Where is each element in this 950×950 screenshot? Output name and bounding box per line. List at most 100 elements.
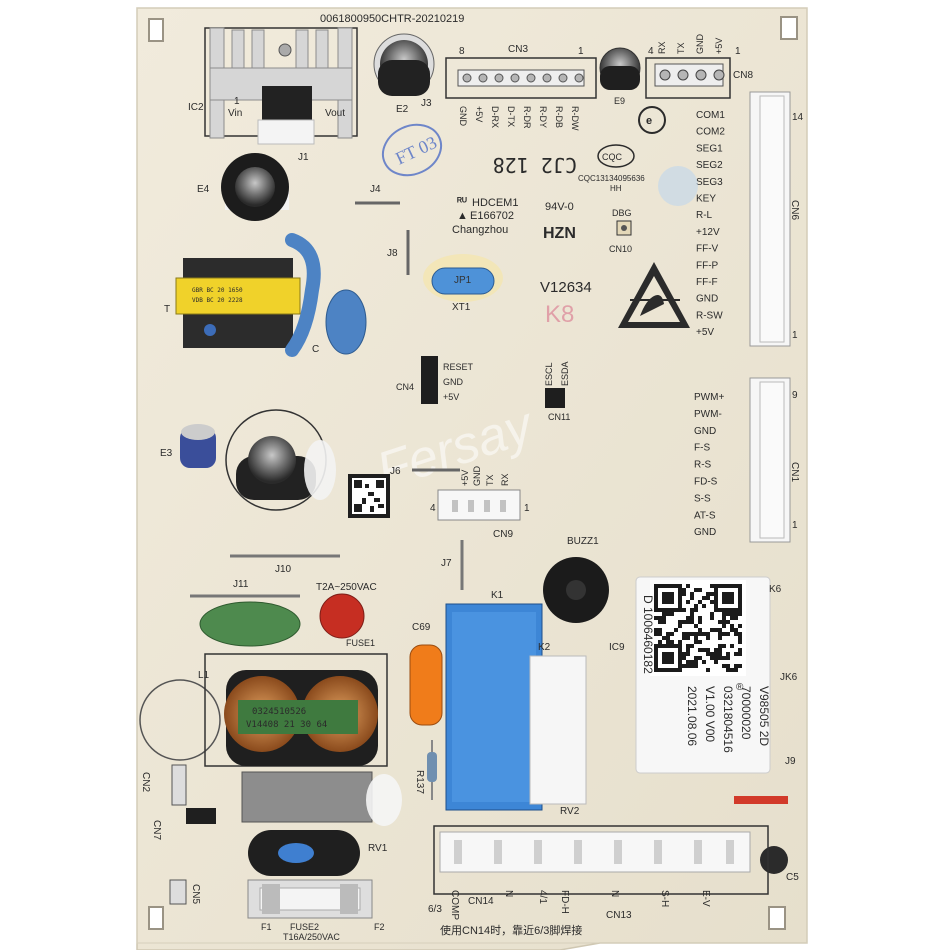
svg-text:CN9: CN9 [493,529,513,540]
version-marking: V12634 [540,279,592,296]
svg-text:GND: GND [443,377,464,387]
svg-text:K2: K2 [538,642,551,653]
capacitor-e3: E3 [160,424,216,468]
transformer: GBR BC 20 1650 VDB BC 20 2228 T C [164,233,367,357]
svg-text:ESDA: ESDA [560,361,570,386]
capacitor-e4: E4 [197,153,289,221]
relay-k1: K1 [445,590,543,811]
buzzer: BUZZ1 [543,536,609,623]
varistor-green [199,601,301,647]
svg-text:9: 9 [792,390,798,401]
svg-text:+5V: +5V [714,38,724,54]
svg-text:HZN: HZN [543,225,576,242]
svg-text:4: 4 [430,503,436,514]
svg-text:CN8: CN8 [733,70,753,81]
mounting-holes [139,16,798,930]
bottom-pin-label: E-V [700,890,711,907]
svg-text:Vin: Vin [228,108,242,119]
svg-text:J10: J10 [275,564,292,575]
svg-text:CQC: CQC [602,152,623,162]
svg-text:JK6: JK6 [780,672,798,683]
cn6-pin-label: GND [696,294,718,305]
bottom-pin-label: 4/1 [537,890,548,904]
capacitor-e9: E9 [599,47,641,106]
cn1-pin-label: GND [694,426,716,437]
svg-text:F1: F1 [261,922,272,932]
svg-text:0324510526: 0324510526 [252,707,306,717]
svg-text:F2: F2 [374,922,385,932]
label-rv2: RV2 [560,806,580,817]
jumpers-lower: J10 J11 J7 [190,540,464,598]
svg-text:Changzhou: Changzhou [452,224,508,236]
svg-text:RX: RX [500,473,510,486]
svg-text:J8: J8 [387,248,398,259]
svg-text:CN7: CN7 [151,820,162,840]
svg-text:CN2: CN2 [140,772,151,792]
svg-text:1: 1 [735,46,741,57]
svg-text:C5: C5 [786,872,799,883]
cn6-pin-label: SEG2 [696,160,723,171]
crystal-xt1: JP1 XT1 [423,254,503,313]
svg-text:RV1: RV1 [368,843,388,854]
svg-text:TX: TX [676,42,686,54]
svg-text:94V-0: 94V-0 [545,201,574,213]
svg-text:VDB BC 20 2228: VDB BC 20 2228 [192,297,243,304]
svg-text:R-DB: R-DB [554,106,564,128]
bottom-pin-label: N [609,890,620,897]
svg-text:JP1: JP1 [454,275,472,286]
cn6-pin-label: KEY [696,194,716,205]
cn6-pin-label: COM1 [696,110,725,121]
product-label: V98505 2D 70000020 0321804516 V1.00 V00 … [635,576,771,774]
capacitor-c69: C69 [409,622,443,726]
svg-text:RX: RX [657,41,667,54]
svg-text:FUSE1: FUSE1 [346,638,375,648]
svg-text:E9: E9 [614,96,625,106]
svg-text:ᴿᵁ: ᴿᵁ [457,196,467,208]
ul-marking: ᴿᵁ HDCEM1 ▲ E166702 Changzhou 94V-0 HZN [452,196,576,242]
cn6-pin-label: R-SW [696,310,723,321]
svg-text:E4: E4 [197,184,210,195]
connector-cn4: CN4 RESET GND +5V [396,356,474,404]
svg-text:BUZZ1: BUZZ1 [567,536,599,547]
svg-text:GND: GND [695,34,705,55]
svg-text:Vout: Vout [325,108,345,119]
svg-text:HDCEM1: HDCEM1 [472,197,518,209]
svg-text:FUSE2: FUSE2 [290,922,319,932]
board-qr-code [348,474,390,518]
cn6-pin-label: +5V [696,327,714,338]
svg-text:2021.08.06: 2021.08.06 [685,686,699,746]
svg-text:DBG: DBG [612,208,632,218]
cn1-pin-label: AT-S [694,510,716,521]
voltage-regulator: IC2 1 Vin Vout J1 [188,27,358,163]
svg-text:J1: J1 [298,152,309,163]
label-j3: J3 [421,98,432,109]
svg-text:GND: GND [472,466,482,487]
cn1-pin-label: FD-S [694,477,718,488]
svg-text:▲: ▲ [457,210,468,222]
svg-text:CN13: CN13 [606,910,632,921]
svg-text:R-DW: R-DW [570,106,580,131]
connector-cn8: 4 1 RX TX GND +5V CN8 [645,34,753,99]
svg-text:C: C [312,344,319,355]
cn1-pin-label: PWM- [694,409,722,420]
svg-text:CQC13134095636: CQC13134095636 [578,174,645,183]
jumper-j6: J6 [390,466,460,477]
svg-text:TX: TX [485,474,495,486]
esd-warning-icon [618,262,690,328]
svg-text:CN14: CN14 [468,896,494,907]
soldering-note: 使用CN14时，靠近6/3脚焊接 [440,923,582,937]
bottom-pin-label: N [503,890,514,897]
connector-cn9: +5V GND TX RX 4 1 CN9 [430,466,530,541]
cn1-pin-label: R-S [694,460,712,471]
connector-cn6: 14 CN6 1 COM1COM2SEG1SEG2SEG3KEYR-L+12VF… [696,91,804,347]
svg-text:e: e [646,115,652,127]
svg-text:CN11: CN11 [548,412,570,422]
svg-text:J6: J6 [390,466,401,477]
svg-text:D 1006460182: D 1006460182 [641,595,655,674]
svg-text:GND: GND [458,106,468,127]
board-part-number: 0061800950CHTR-20210219 [320,13,464,25]
svg-text:J4: J4 [370,184,381,195]
svg-text:CN4: CN4 [396,382,414,392]
